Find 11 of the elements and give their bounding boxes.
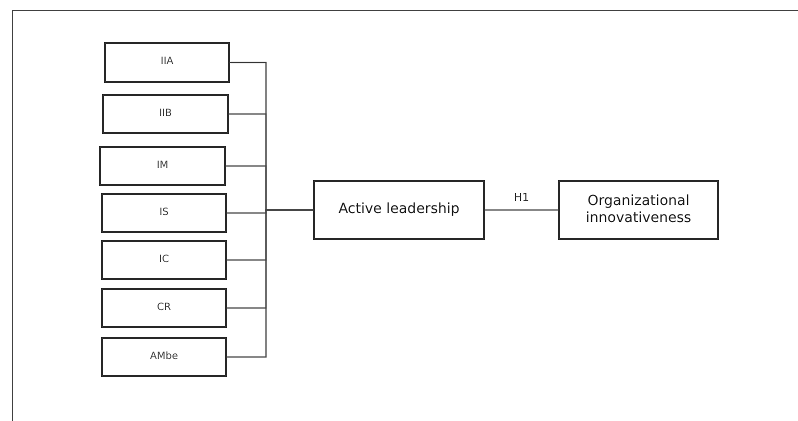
concept-box: IM <box>99 146 226 186</box>
concept-box: IS <box>101 193 227 233</box>
concept-box: IIA <box>104 42 230 83</box>
concept-box: IIB <box>102 94 229 134</box>
concept-box: Active leadership <box>313 180 485 240</box>
connector-line <box>227 209 313 358</box>
concept-box: AMbe <box>101 337 227 377</box>
concept-box: IC <box>101 240 227 280</box>
concept-box: CR <box>101 288 227 328</box>
concept-box: Organizational innovativeness <box>558 180 719 240</box>
connector-line <box>485 209 558 211</box>
